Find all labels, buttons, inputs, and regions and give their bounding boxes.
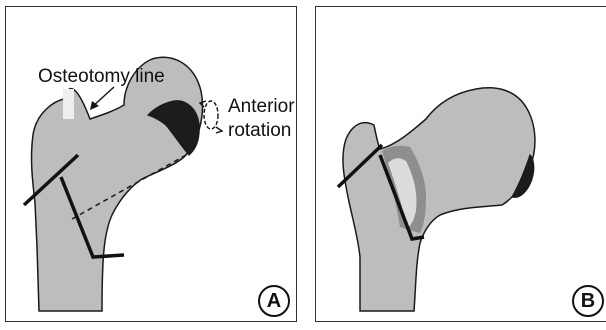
- rotation-label-line2: rotation: [228, 121, 291, 140]
- trochanter-ghost-a: [63, 89, 74, 119]
- femur-diagram-b: [316, 7, 606, 323]
- panel-a-badge: A: [258, 285, 290, 317]
- osteotomy-line-label: Osteotomy line: [38, 67, 165, 86]
- femur-diagram-a: [6, 7, 298, 323]
- femur-bone-b: [343, 88, 535, 311]
- panel-b: B: [315, 6, 606, 322]
- panel-a: Osteotomy line Anterior rotation A: [5, 6, 297, 322]
- rotation-label-line1: Anterior: [228, 97, 295, 116]
- femur-bone-a: [32, 57, 203, 311]
- rotation-arrow-icon: [200, 101, 222, 133]
- panel-b-badge: B: [572, 285, 604, 317]
